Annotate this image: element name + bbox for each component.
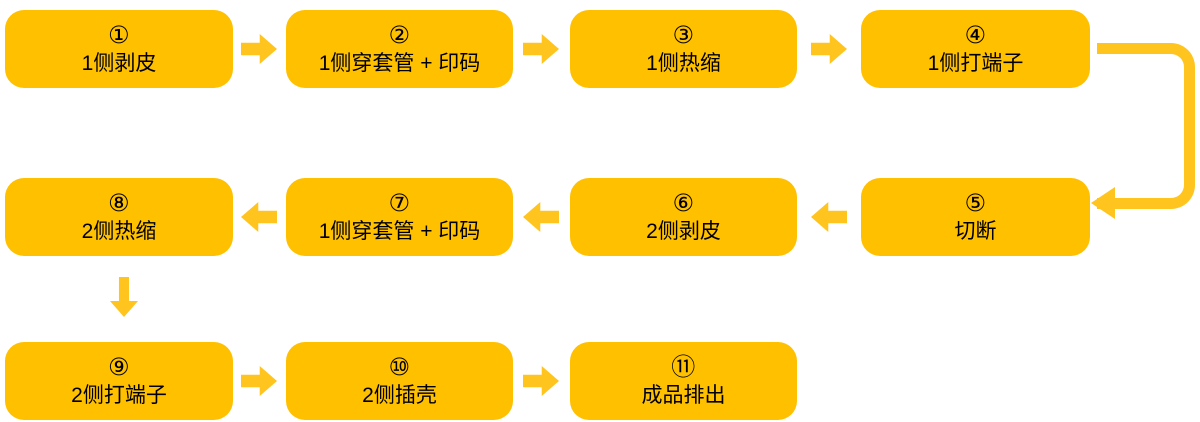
flow-step-9: ⑨ 2侧打端子 (5, 342, 233, 420)
step-label: 2侧插壳 (362, 384, 437, 408)
step-label: 成品排出 (641, 384, 726, 408)
step-number: ② (388, 21, 411, 49)
step-number: ⑩ (388, 353, 411, 381)
flow-step-8: ⑧ 2侧热缩 (5, 178, 233, 256)
flow-step-11: ⑪ 成品排出 (570, 342, 797, 420)
arrow-left-icon (523, 202, 559, 232)
arrow-right-icon (241, 366, 277, 396)
step-label: 2侧打端子 (71, 384, 167, 408)
arrow-right-icon (523, 366, 559, 396)
arrow-down-icon (110, 277, 138, 317)
step-label: 1侧剥皮 (81, 52, 157, 76)
step-number: ⑦ (388, 189, 411, 217)
flow-step-6: ⑥ 2侧剥皮 (570, 178, 797, 256)
step-number: ⑪ (671, 353, 696, 381)
flow-step-3: ③ 1侧热缩 (570, 10, 797, 88)
step-number: ① (107, 21, 130, 49)
flow-step-10: ⑩ 2侧插壳 (286, 342, 513, 420)
step-number: ⑤ (964, 189, 987, 217)
step-number: ⑧ (107, 189, 130, 217)
step-number: ⑥ (672, 189, 695, 217)
step-label: 1侧穿套管 + 印码 (318, 220, 481, 244)
flow-step-5: ⑤ 切断 (861, 178, 1090, 256)
arrow-left-icon (241, 202, 277, 232)
step-label: 1侧打端子 (927, 52, 1024, 76)
flow-step-7: ⑦ 1侧穿套管 + 印码 (286, 178, 513, 256)
step-label: 2侧剥皮 (646, 220, 721, 244)
arrow-right-icon (523, 34, 559, 64)
step-label: 1侧穿套管 + 印码 (318, 52, 481, 76)
step-number: ④ (964, 21, 987, 49)
arrow-right-icon (241, 34, 277, 64)
step-number: ③ (672, 21, 695, 49)
flow-step-2: ② 1侧穿套管 + 印码 (286, 10, 513, 88)
step-label: 切断 (954, 220, 997, 244)
step-label: 2侧热缩 (81, 220, 157, 244)
flow-step-4: ④ 1侧打端子 (861, 10, 1090, 88)
step-number: ⑨ (107, 353, 130, 381)
step-label: 1侧热缩 (646, 52, 721, 76)
arrow-left-icon (811, 202, 847, 232)
flow-step-1: ① 1侧剥皮 (5, 10, 233, 88)
arrow-right-icon (811, 34, 847, 64)
elbow-connector (1097, 43, 1195, 209)
